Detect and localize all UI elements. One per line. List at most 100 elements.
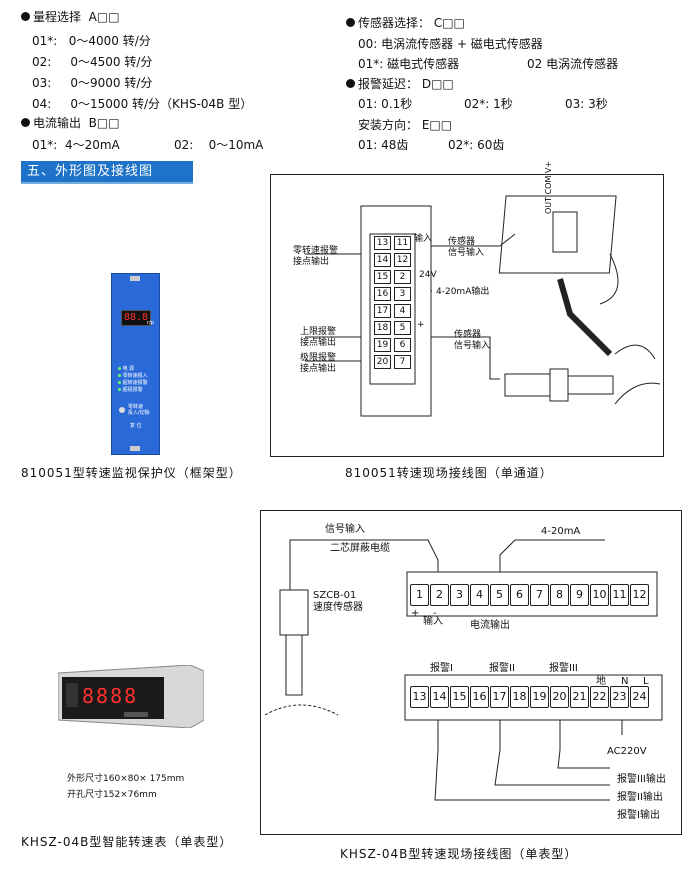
sensor-box-terminals: OUT COM V+ xyxy=(544,160,553,214)
current-label: 4-20mA xyxy=(541,526,581,537)
alarm-opt-2: 02*: 1秒 xyxy=(464,97,513,111)
opt-code: 02: xyxy=(174,138,194,152)
zero-speed-button[interactable] xyxy=(119,407,125,413)
pin-6: 6 xyxy=(394,338,411,352)
input-label: 输入 xyxy=(414,234,433,244)
zero-alarm-label: 零转速报警 接点输出 xyxy=(293,246,339,267)
ac-label: AC220V xyxy=(607,746,647,757)
alarm1-label: 报警I xyxy=(430,663,453,674)
install-opt-2: 02*: 60齿 xyxy=(448,138,505,152)
terminal-24: 24 xyxy=(630,686,649,708)
indicator-zero: 零转速报入 xyxy=(118,373,158,380)
sensor-input-label-1: 传感器 信号输入 xyxy=(448,237,485,258)
terminal-21: 21 xyxy=(570,686,589,708)
terminal-15: 15 xyxy=(450,686,469,708)
opt-value: 4～20mA xyxy=(64,138,120,152)
screw-icon xyxy=(130,446,140,451)
install-code: E□□ xyxy=(421,118,453,132)
current-opts: 01*: 4～20mA xyxy=(32,136,120,155)
indicator-over: 超转速报警 xyxy=(118,380,158,387)
alarm1-out-label: 报警I输出 xyxy=(617,810,660,821)
pin-5: 5 xyxy=(394,321,411,335)
range-opt-1: 01*: 0～4000 转/分 xyxy=(32,32,151,51)
pin-16: 16 xyxy=(374,287,391,301)
terminal-22: 22 xyxy=(590,686,609,708)
terminal-9: 9 xyxy=(570,584,589,606)
sensor-title-line: 传感器选择： C□□ xyxy=(346,14,465,33)
wiring-diagram-1-lines xyxy=(305,195,661,417)
pin-12: 12 xyxy=(394,253,411,267)
sensor-title: 传感器选择： xyxy=(358,16,431,30)
sensor-opt-2b: 02 电涡流传感器 xyxy=(527,57,619,71)
bullet-icon xyxy=(346,18,355,27)
current-out-label: 4-20mA输出 xyxy=(436,287,490,297)
terminal-19: 19 xyxy=(530,686,549,708)
indicator-limit: 超极报警 xyxy=(118,387,158,394)
top-terminal-block: 1 2 3 4 5 6 7 8 9 10 11 12 xyxy=(410,584,655,606)
sensor-opt-2a: 01*: 磁电式传感器 xyxy=(358,57,460,71)
bullet-icon xyxy=(21,118,30,127)
range-opt-2: 02: 0～4500 转/分 xyxy=(32,53,152,72)
opt-code: 01*: xyxy=(32,34,58,48)
terminal-14: 14 xyxy=(430,686,449,708)
limit-alarm-label: 极限报警 接点输出 xyxy=(300,353,337,374)
meter-device xyxy=(58,665,204,728)
cable-label: 二芯屏蔽电缆 xyxy=(330,543,390,554)
pin-7: 7 xyxy=(394,355,411,369)
pin-3: 3 xyxy=(394,287,411,301)
terminal-20: 20 xyxy=(550,686,569,708)
opt-value: 0～10mA xyxy=(208,138,264,152)
meter-buttons[interactable] xyxy=(124,712,148,717)
caption-frame-wiring: 810051转速现场接线图（单通道） xyxy=(345,466,553,480)
v24-label: 24V xyxy=(419,270,437,280)
upper-alarm-label: 上限报警 接点输出 xyxy=(300,327,337,348)
terminal-10: 10 xyxy=(590,584,609,606)
pin-18: 18 xyxy=(374,321,391,335)
alarm-opt-3: 03: 3秒 xyxy=(565,97,608,111)
current-title-line: 电流输出 B□□ xyxy=(21,114,120,133)
meter-digits: 8888 xyxy=(82,684,139,708)
pin-13: 13 xyxy=(374,236,391,250)
terminal-12: 12 xyxy=(630,584,649,606)
alarm2-label: 报警II xyxy=(489,663,515,674)
caption-frame-device: 810051型转速监视保护仪（框架型） xyxy=(21,466,242,480)
led-dot-icon xyxy=(118,381,121,384)
alarm-code: D□□ xyxy=(421,77,454,91)
signal-in-label: 信号输入 xyxy=(325,524,365,535)
install-title-line: 安装方向： E□□ xyxy=(358,116,452,135)
section-header: 五、外形图及接线图 xyxy=(21,161,193,182)
pin-20: 20 xyxy=(374,355,391,369)
opt-code: 04: xyxy=(32,97,52,111)
alarm-title-line: 报警延迟： D□□ xyxy=(346,75,454,94)
zero-speed-label: 零转速 投入/切除 xyxy=(128,404,150,416)
terminal-7: 7 xyxy=(530,584,549,606)
terminal-2: 2 xyxy=(430,584,449,606)
alarm-title: 报警延迟： xyxy=(358,77,419,91)
screw-icon xyxy=(130,276,140,281)
led-unit: r/p xyxy=(147,320,154,326)
sensor-input-label-2: 传感器 信号输入 xyxy=(454,330,491,351)
opt-code: 01*: xyxy=(32,138,58,152)
range-code: A□□ xyxy=(88,10,120,24)
opt-value: 0～15000 转/分（KHS-04B 型） xyxy=(70,97,253,111)
current-code: B□□ xyxy=(88,116,120,130)
pin-2: 2 xyxy=(394,270,411,284)
current-title: 电流输出 xyxy=(33,116,82,130)
terminal-4: 4 xyxy=(470,584,489,606)
bottom-terminal-block: 13 14 15 16 17 18 19 20 21 22 23 24 xyxy=(410,686,655,708)
alarm2-out-label: 报警II输出 xyxy=(617,792,663,803)
section-header-underline xyxy=(21,182,193,184)
terminal-11: 11 xyxy=(610,584,629,606)
range-title-line: 量程选择 A□□ xyxy=(21,8,120,27)
pin-11: 11 xyxy=(394,236,411,250)
sensor-code: C□□ xyxy=(433,16,465,30)
terminal-16: 16 xyxy=(470,686,489,708)
terminal-8: 8 xyxy=(550,584,569,606)
pin-17: 17 xyxy=(374,304,391,318)
terminal-23: 23 xyxy=(610,686,629,708)
l-label: L xyxy=(643,676,649,687)
led-dot-icon xyxy=(118,388,121,391)
install-opt-1: 01: 48齿 xyxy=(358,138,409,152)
sensor-name-label: SZCB-01 速度传感器 xyxy=(313,590,363,613)
plus-sign-2: + xyxy=(411,608,420,619)
